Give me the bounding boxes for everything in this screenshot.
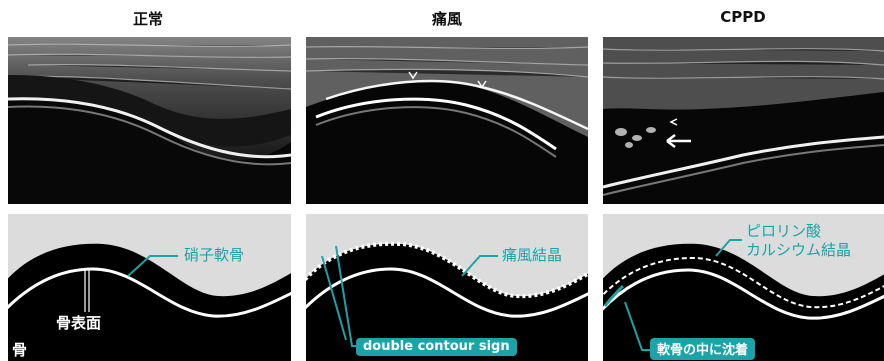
label-cppd-crystal-line1: ピロリン酸: [746, 222, 821, 241]
label-bone-surface: 骨表面: [56, 312, 101, 333]
label-urate-crystal: 痛風結晶: [502, 246, 562, 265]
diagram-normal: [8, 214, 291, 361]
label-cppd-crystal-line2: カルシウム結晶: [746, 241, 851, 260]
title-cppd: CPPD: [598, 8, 884, 26]
title-normal: 正常: [3, 8, 293, 29]
label-deposit-in-cartilage: 軟骨の中に沈着: [650, 338, 755, 360]
label-double-contour-sign: double contour sign: [356, 338, 517, 356]
label-bone: 骨: [12, 339, 27, 360]
ultrasound-gout: [306, 37, 588, 204]
title-gout: 痛風: [302, 8, 592, 29]
ultrasound-cppd: [603, 37, 884, 204]
label-hyaline-cartilage: 硝子軟骨: [184, 246, 244, 265]
ultrasound-normal: [8, 37, 291, 204]
